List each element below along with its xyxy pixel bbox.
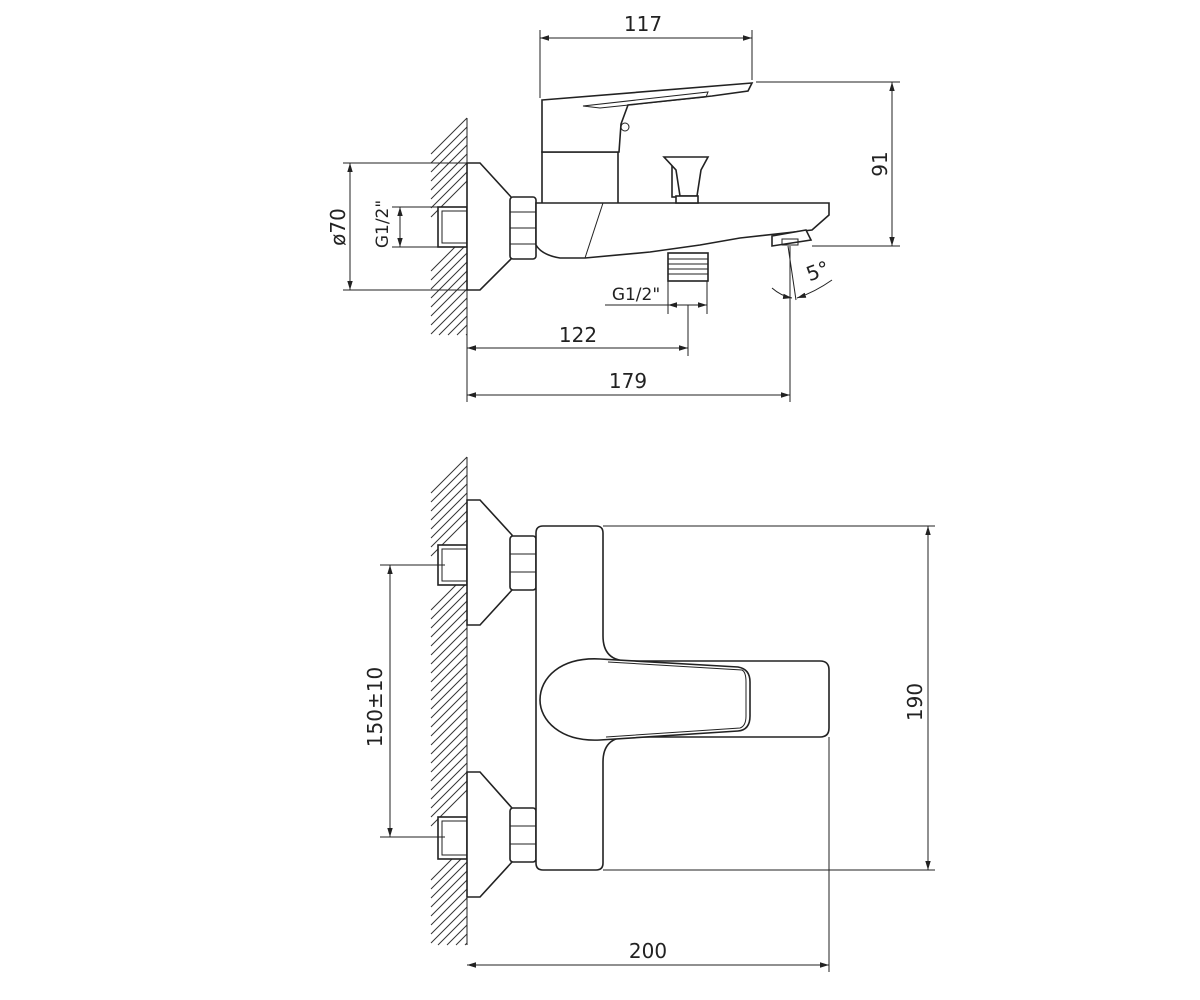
hatch-line <box>430 897 468 935</box>
dim-inlet-spacing: 150±10 <box>363 667 387 747</box>
hatch-line <box>430 510 468 548</box>
hatch-line <box>430 483 468 521</box>
hatch-line <box>430 654 468 692</box>
hatch-line <box>430 297 468 335</box>
hatch-line <box>430 672 468 710</box>
dim-handle-width: 117 <box>624 12 662 36</box>
hatch-line <box>430 699 468 737</box>
dim-outlet-thread: G1/2" <box>612 285 660 305</box>
hatch-line <box>430 744 468 782</box>
hatch-line <box>430 618 468 656</box>
hatch-line <box>430 135 468 173</box>
hatch-line <box>430 582 468 620</box>
hatch-line <box>430 126 468 164</box>
hatch-line <box>430 636 468 674</box>
hatch-line <box>430 261 468 299</box>
hatch-line <box>430 492 468 530</box>
hatch-line <box>438 306 468 336</box>
hatch-line <box>430 861 468 899</box>
cartridge-housing <box>541 151 619 205</box>
hatch-line <box>430 162 468 200</box>
lever-groove <box>582 91 709 109</box>
hatch-line <box>430 681 468 719</box>
lever-top-edge <box>605 661 747 738</box>
hatch-line <box>430 870 468 908</box>
hatch-line <box>430 456 468 494</box>
hatch-line <box>430 288 468 326</box>
dim-outlet-distance: 122 <box>559 323 597 347</box>
dim-inlet-thread: G1/2" <box>373 200 393 248</box>
hatch-line <box>456 324 468 336</box>
dim-spout-reach: 179 <box>609 369 647 393</box>
hatch-line <box>447 315 468 336</box>
outlet-thread <box>667 252 709 282</box>
dim-body-depth: 190 <box>903 683 927 721</box>
hatch-line <box>430 726 468 764</box>
hatch-line <box>430 762 468 800</box>
hatch-line <box>430 771 468 809</box>
body-division <box>584 202 604 259</box>
hatch-line <box>430 243 468 281</box>
hatch-line <box>430 171 468 209</box>
lever-handle <box>541 82 754 153</box>
wall-hatching-top <box>430 456 468 946</box>
hatch-line <box>430 270 468 308</box>
upper-inlet <box>437 499 537 626</box>
hatch-line <box>430 465 468 503</box>
hatch-line <box>430 753 468 791</box>
hatch-line <box>430 888 468 926</box>
hatch-line <box>430 180 468 218</box>
hatch-line <box>430 609 468 647</box>
hatch-line <box>446 924 468 946</box>
hatch-line <box>430 717 468 755</box>
hatch-line <box>430 591 468 629</box>
dim-height: 91 <box>868 151 892 176</box>
dim-flange-diameter: ø70 <box>326 208 350 246</box>
hatch-line <box>430 519 468 557</box>
hatch-line <box>430 279 468 317</box>
hatch-line <box>430 735 468 773</box>
wall-flange <box>466 162 513 291</box>
side-view: 117 91 ø70 G1/2" G1/2" 5° 122 <box>326 12 900 402</box>
hatch-line <box>430 117 468 155</box>
hatch-line <box>430 474 468 512</box>
lever-screw <box>620 122 630 132</box>
hatch-line <box>455 933 468 946</box>
hatch-line <box>430 690 468 728</box>
lower-inlet <box>437 771 537 898</box>
hatch-line <box>430 153 468 191</box>
hatch-line <box>430 252 468 290</box>
top-view: 150±10 190 200 <box>363 456 935 972</box>
hex-nut <box>509 196 537 260</box>
lever-top <box>539 658 751 741</box>
hatch-line <box>430 789 468 827</box>
diverter-knob <box>662 156 710 204</box>
aerator <box>781 238 799 246</box>
hatch-line <box>437 915 468 946</box>
hatch-line <box>430 501 468 539</box>
hatch-line <box>430 879 468 917</box>
hatch-line <box>430 600 468 638</box>
dim-spout-angle: 5° <box>803 256 833 286</box>
hatch-line <box>430 906 468 944</box>
hatch-line <box>430 627 468 665</box>
dim-total-projection: 200 <box>629 939 667 963</box>
hatch-line <box>430 663 468 701</box>
hatch-line <box>430 780 468 818</box>
hatch-line <box>430 708 468 746</box>
wall-hatching-side <box>430 117 468 336</box>
mixer-body <box>535 202 830 259</box>
hatch-line <box>430 645 468 683</box>
